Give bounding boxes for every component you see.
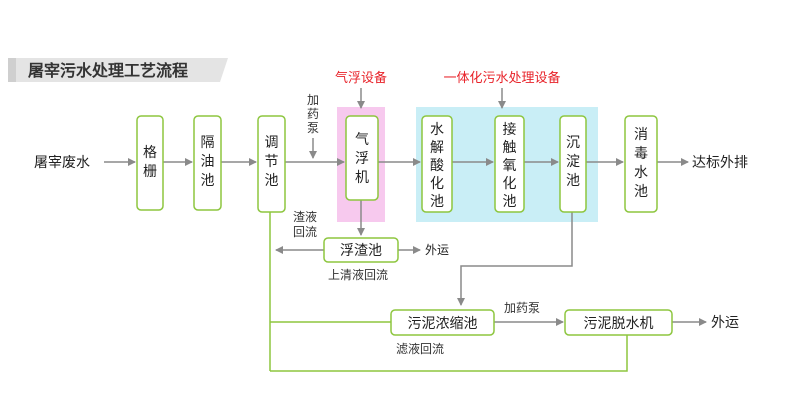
svg-text:污泥浓缩池: 污泥浓缩池 [408, 316, 478, 332]
inlet-label: 屠宰废水 [34, 155, 90, 171]
scum-return-label-2: 回流 [293, 225, 317, 239]
svg-text:调: 调 [265, 135, 279, 151]
svg-text:触: 触 [503, 140, 517, 156]
svg-text:格: 格 [143, 145, 157, 161]
svg-text:水: 水 [634, 165, 648, 181]
svg-text:毒: 毒 [634, 146, 648, 162]
svg-text:解: 解 [430, 140, 444, 156]
svg-text:酸: 酸 [430, 158, 444, 174]
svg-text:栅: 栅 [143, 164, 157, 180]
title-bar: 屠宰污水处理工艺流程 [8, 58, 228, 82]
unit-grille: 格 栅 [136, 115, 164, 211]
unit-oil-separator: 隔 油 池 [193, 115, 222, 211]
svg-text:泵: 泵 [307, 121, 319, 135]
svg-text:药: 药 [307, 107, 319, 121]
svg-text:节: 节 [265, 154, 279, 170]
svg-text:化: 化 [430, 176, 444, 192]
unit-air-flotation: 气 浮 机 [345, 115, 379, 201]
svg-text:水: 水 [430, 122, 444, 138]
sludge-out-label: 外运 [711, 315, 739, 331]
svg-text:池: 池 [201, 173, 215, 189]
svg-text:机: 机 [355, 170, 369, 186]
unit-sedimentation: 沉 淀 池 [559, 115, 587, 213]
svg-text:淀: 淀 [566, 154, 580, 170]
unit-contact-oxidation: 接 触 氧 化 池 [494, 115, 525, 213]
unit-scum-tank: 浮渣池 [323, 237, 399, 263]
unit-disinfection: 消 毒 水 池 [624, 115, 658, 213]
discharge-label: 达标外排 [692, 155, 748, 171]
dosing-pump-1-label: 加 药 泵 [307, 93, 319, 135]
unit-hydrolysis-acidification: 水 解 酸 化 池 [421, 115, 453, 213]
svg-text:池: 池 [566, 173, 580, 189]
svg-text:消: 消 [634, 127, 648, 143]
filtrate-return-label: 滤液回流 [396, 341, 444, 356]
unit-sludge-dewatering: 污泥脱水机 [564, 309, 673, 336]
scum-return-label-1: 渣液 [293, 209, 317, 224]
air-flotation-group-label: 气浮设备 [335, 70, 387, 86]
svg-text:接: 接 [503, 121, 517, 138]
svg-text:隔: 隔 [201, 135, 215, 151]
svg-text:池: 池 [265, 173, 279, 189]
dosing-pump-2-label: 加药泵 [504, 301, 540, 315]
unit-regulating-tank: 调 节 池 [257, 115, 286, 213]
svg-text:浮渣池: 浮渣池 [340, 243, 382, 259]
unit-sludge-thickener: 污泥浓缩池 [390, 309, 495, 336]
svg-text:池: 池 [634, 184, 648, 200]
svg-text:池: 池 [503, 194, 517, 210]
svg-text:污泥脱水机: 污泥脱水机 [584, 316, 654, 332]
svg-text:加: 加 [307, 93, 319, 107]
svg-text:沉: 沉 [566, 135, 580, 151]
return-lines [269, 212, 628, 372]
svg-text:化: 化 [503, 176, 517, 192]
svg-text:浮: 浮 [355, 151, 369, 167]
svg-text:油: 油 [201, 154, 215, 170]
svg-text:池: 池 [430, 194, 444, 210]
integrated-group-label: 一体化污水处理设备 [443, 70, 560, 86]
diagram-title: 屠宰污水处理工艺流程 [28, 61, 188, 80]
svg-text:气: 气 [355, 132, 369, 148]
svg-text:氧: 氧 [503, 158, 517, 174]
scum-out-label: 外运 [425, 243, 449, 257]
supernatant-return-label: 上清液回流 [328, 267, 388, 282]
sludge-arrows [275, 200, 707, 326]
